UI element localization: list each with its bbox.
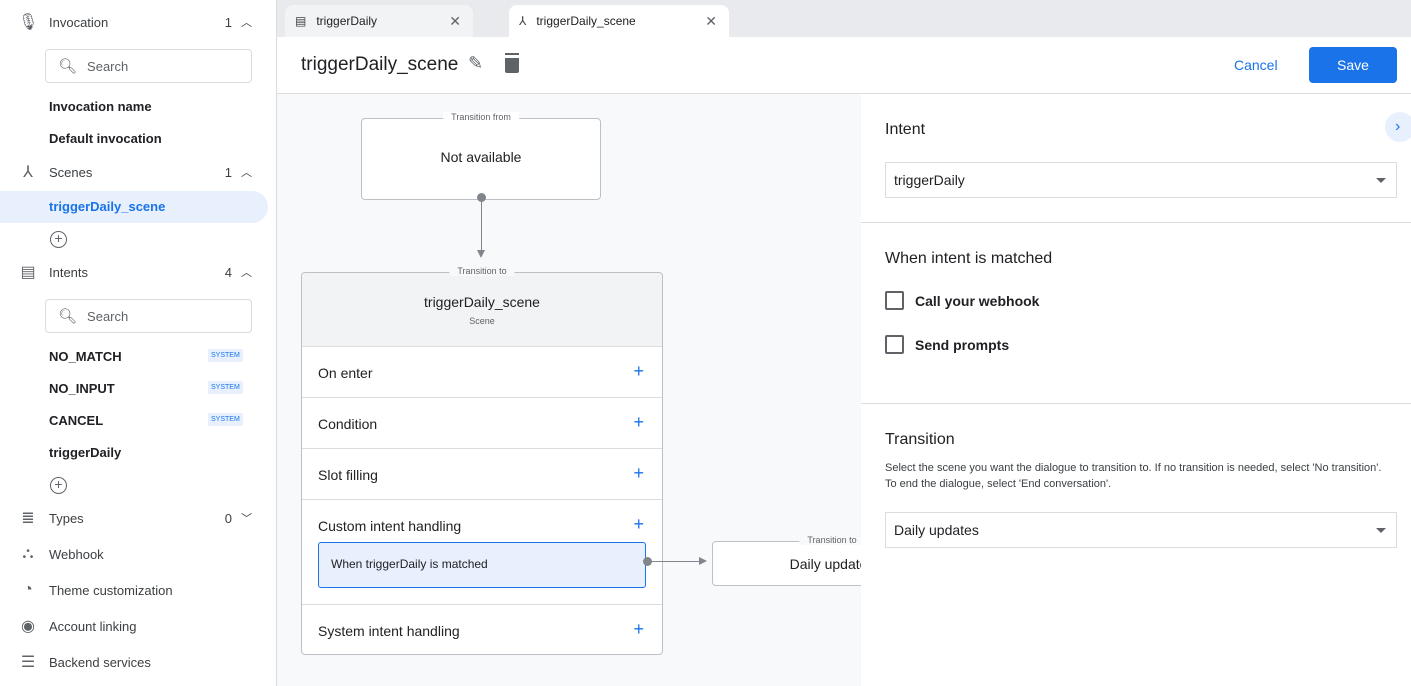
cancel-button[interactable]: Cancel bbox=[1234, 57, 1278, 73]
sidebar-item-invocation-name[interactable]: Invocation name bbox=[49, 99, 152, 114]
delete-icon[interactable] bbox=[505, 55, 519, 73]
add-icon[interactable]: + bbox=[633, 412, 644, 432]
arrow-icon bbox=[477, 250, 485, 262]
sidebar-item-backend-services[interactable]: ☰Backend services bbox=[0, 644, 270, 680]
add-intent-icon[interactable]: + bbox=[50, 477, 67, 494]
intent-handler-item[interactable]: When triggerDaily is matched bbox=[318, 542, 646, 588]
chevron-up-icon[interactable]: ︿ bbox=[241, 17, 252, 29]
sidebar-item-default-invocation[interactable]: Default invocation bbox=[49, 131, 162, 146]
sidebar-item-cancel[interactable]: CANCEL bbox=[49, 413, 104, 428]
transition-help-text: Select the scene you want the dialogue t… bbox=[885, 462, 1382, 490]
sidebar-item-no-match[interactable]: NO_MATCH bbox=[49, 349, 122, 364]
row-custom-intent-handling[interactable]: Custom intent handling+ When triggerDail… bbox=[302, 499, 662, 604]
sidebar-item-webhook[interactable]: ⛬Webhook bbox=[0, 536, 270, 572]
connector-line bbox=[649, 561, 703, 562]
scene-box: Transition to triggerDaily_scene Scene O… bbox=[301, 266, 663, 655]
chevron-up-icon[interactable]: ︿ bbox=[241, 267, 252, 279]
chevron-down-icon[interactable]: ﹀ bbox=[241, 513, 252, 525]
scene-name: triggerDaily_scene bbox=[424, 294, 540, 310]
sidebar-item-no-input[interactable]: NO_INPUT bbox=[49, 381, 115, 396]
close-icon[interactable]: ✕ bbox=[449, 12, 461, 29]
tab-triggerdaily-scene[interactable]: ⅄triggerDaily_scene✕ bbox=[509, 5, 729, 37]
add-icon[interactable]: + bbox=[633, 463, 644, 483]
row-on-enter[interactable]: On enter+ bbox=[302, 346, 662, 397]
connector-dot bbox=[477, 193, 486, 202]
sidebar-item-triggerdaily[interactable]: triggerDaily bbox=[49, 445, 122, 460]
microphone-icon: 🎙 bbox=[18, 14, 39, 31]
webhook-icon: ⛬ bbox=[22, 545, 34, 562]
row-condition[interactable]: Condition+ bbox=[302, 397, 662, 448]
transition-from-box: Transition from Not available bbox=[361, 112, 601, 200]
add-icon[interactable]: + bbox=[633, 514, 644, 534]
edit-icon[interactable]: ✎ bbox=[468, 53, 484, 73]
invocation-search-input[interactable]: 🔍︎Search bbox=[45, 49, 252, 83]
transition-select[interactable]: Daily updates bbox=[885, 512, 1397, 548]
save-button[interactable]: Save bbox=[1309, 47, 1397, 83]
row-system-intent-handling[interactable]: System intent handling+ bbox=[302, 604, 662, 655]
scene-canvas: Transition from Not available Transition… bbox=[277, 94, 861, 686]
sidebar-item-account-linking[interactable]: ◉Account linking bbox=[0, 608, 270, 644]
add-icon[interactable]: + bbox=[633, 619, 644, 639]
sidebar-item-triggerdaily-scene[interactable]: triggerDaily_scene bbox=[49, 199, 166, 214]
tab-bar: ▤triggerDaily✕ ⅄triggerDaily_scene✕ bbox=[277, 0, 1411, 37]
account-icon: ◉ bbox=[21, 618, 35, 635]
intents-search-input[interactable]: 🔍︎Search bbox=[45, 299, 252, 333]
tab-triggerdaily[interactable]: ▤triggerDaily✕ bbox=[285, 5, 473, 37]
types-icon: ≣ bbox=[21, 510, 35, 527]
system-badge: SYSTEM bbox=[208, 413, 243, 426]
intent-panel: › Intent triggerDaily When intent is mat… bbox=[861, 94, 1411, 686]
system-badge: SYSTEM bbox=[208, 349, 243, 362]
search-icon: 🔍︎ bbox=[58, 58, 78, 75]
page-title: triggerDaily_scene bbox=[301, 54, 459, 75]
chevron-right-icon[interactable]: › bbox=[1385, 112, 1411, 142]
dropdown-arrow-icon bbox=[1376, 528, 1386, 533]
palette-icon: ◔ bbox=[23, 581, 33, 598]
call-webhook-checkbox[interactable]: Call your webhook bbox=[885, 291, 1039, 310]
send-prompts-checkbox[interactable]: Send prompts bbox=[885, 335, 1009, 354]
row-slot-filling[interactable]: Slot filling+ bbox=[302, 448, 662, 499]
scene-icon: ⅄ bbox=[519, 14, 527, 28]
intent-icon: ▤ bbox=[20, 264, 36, 281]
backend-settings-icon: ☰ bbox=[20, 654, 36, 671]
transition-target-box[interactable]: Transition to Daily updates bbox=[712, 535, 861, 586]
arrow-icon bbox=[699, 557, 711, 565]
intent-icon: ▤ bbox=[295, 14, 307, 28]
intent-select[interactable]: triggerDaily bbox=[885, 162, 1397, 198]
system-badge: SYSTEM bbox=[208, 381, 243, 394]
add-icon[interactable]: + bbox=[633, 361, 644, 381]
sidebar-item-theme[interactable]: ◔Theme customization bbox=[0, 572, 270, 608]
header: triggerDaily_scene ✎ Cancel Save bbox=[277, 37, 1411, 94]
chevron-up-icon[interactable]: ︿ bbox=[241, 167, 252, 179]
sidebar-item-selected-bg bbox=[0, 191, 268, 223]
close-icon[interactable]: ✕ bbox=[705, 12, 717, 29]
connector-dot bbox=[643, 557, 652, 566]
connector-line bbox=[481, 200, 482, 254]
scene-icon: ⅄ bbox=[23, 164, 33, 181]
dropdown-arrow-icon bbox=[1376, 178, 1386, 183]
add-scene-icon[interactable]: + bbox=[50, 231, 67, 248]
search-icon: 🔍︎ bbox=[58, 308, 78, 325]
